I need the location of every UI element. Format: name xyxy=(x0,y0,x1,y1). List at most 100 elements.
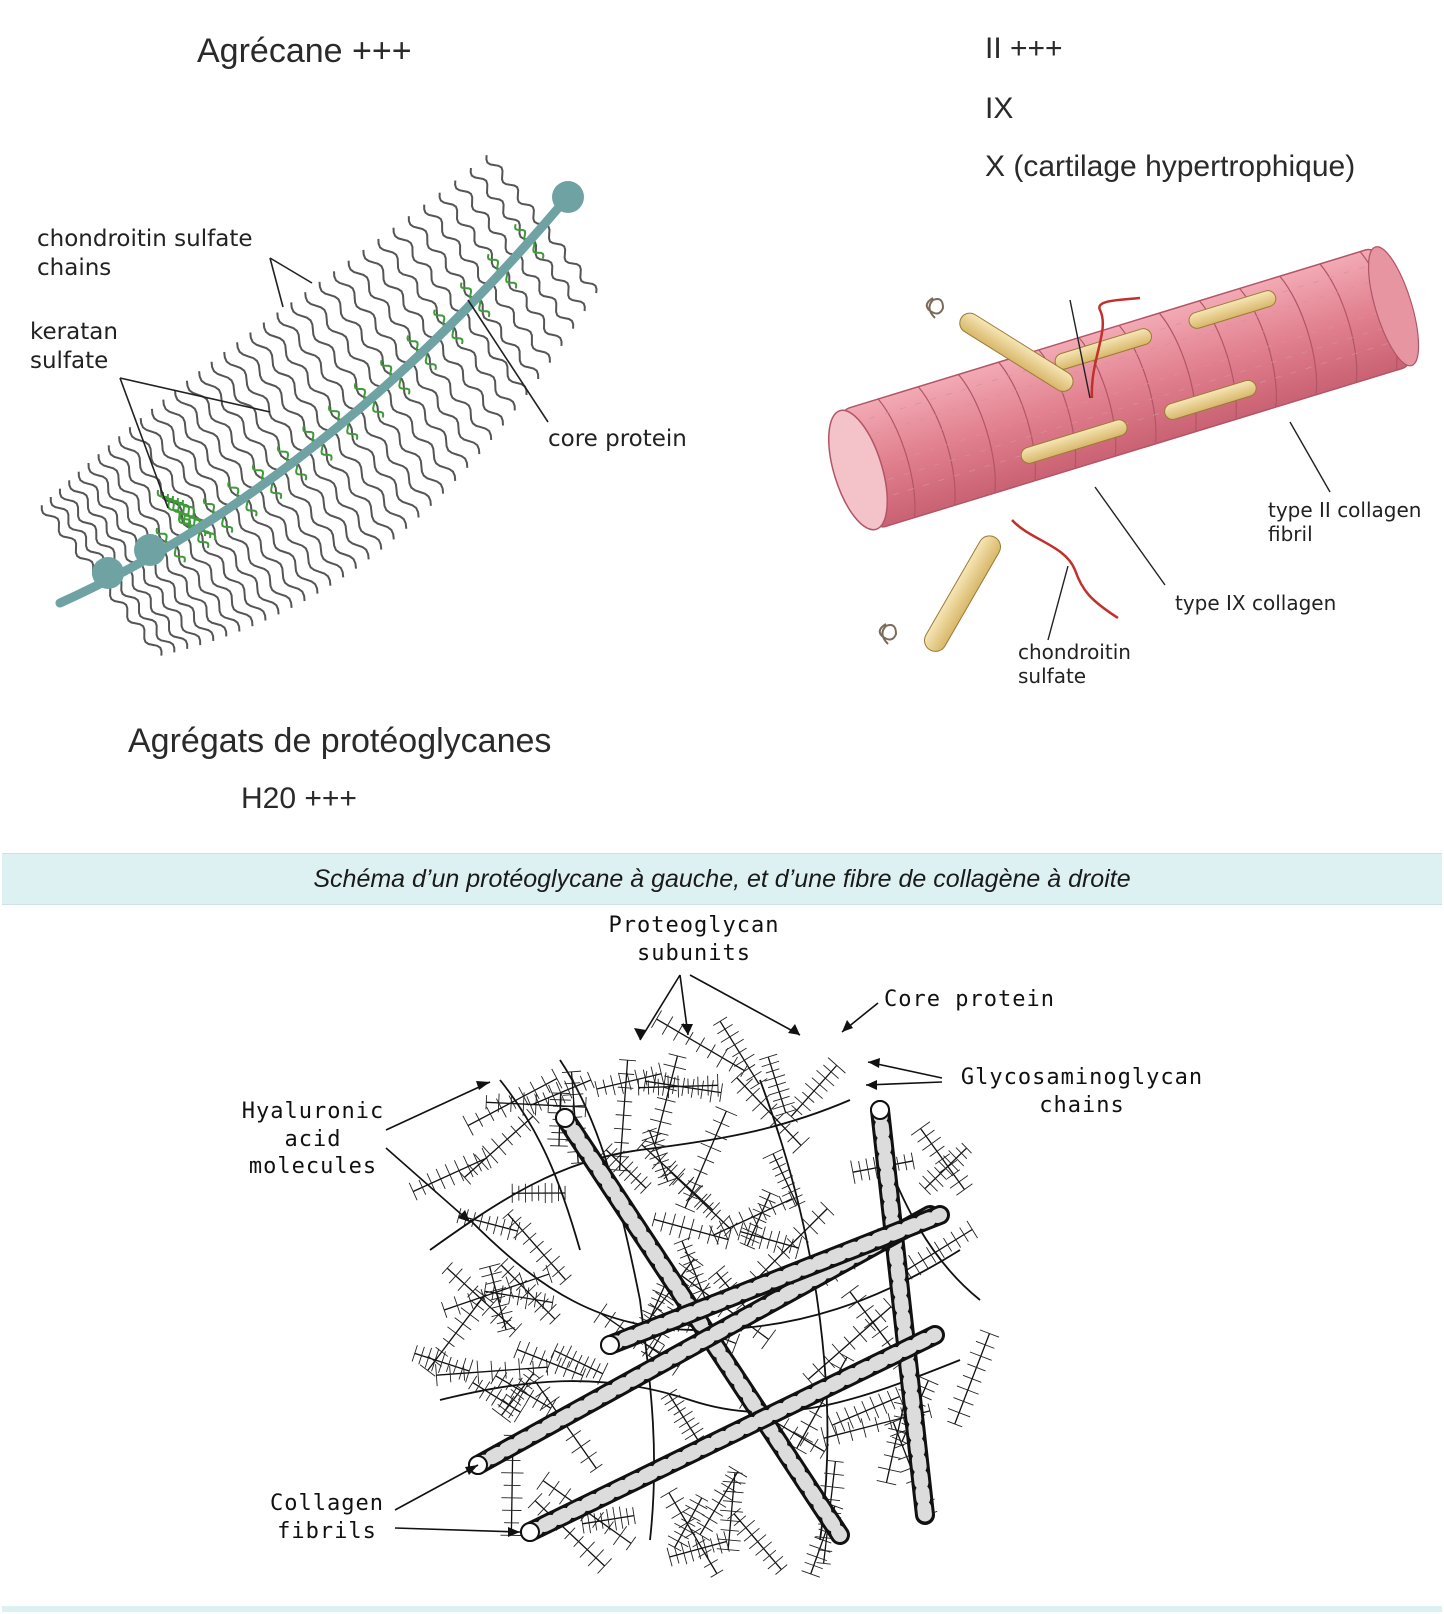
gag-chain xyxy=(472,1153,482,1172)
collagen-fibril-end xyxy=(520,1522,540,1542)
gag-chain xyxy=(792,1137,810,1154)
gag-chain xyxy=(491,1310,513,1318)
collagen-type-ii: II +++ xyxy=(985,32,1063,65)
gag-chain xyxy=(457,1170,472,1185)
gag-chain xyxy=(441,1262,453,1275)
fibril-striation xyxy=(863,295,1380,455)
gag-chain xyxy=(490,1295,506,1301)
gag-chain xyxy=(695,1494,709,1502)
gag-chain xyxy=(955,1147,968,1160)
fibril-striation xyxy=(858,280,1376,439)
gag-chain xyxy=(513,1222,532,1239)
gag-chain xyxy=(678,1178,693,1194)
gag-chain xyxy=(757,1202,772,1210)
gag-chain xyxy=(789,1426,799,1440)
gag-chain xyxy=(929,1145,945,1158)
gag-chain xyxy=(438,1351,446,1374)
gag-chain xyxy=(657,1177,678,1186)
gag-chain xyxy=(765,1068,780,1074)
gag-chain xyxy=(549,1099,571,1101)
gag-chain xyxy=(597,1558,612,1574)
leader-type-ii xyxy=(1289,421,1331,493)
gag-chain xyxy=(722,1480,746,1484)
gag-chain xyxy=(668,1053,687,1059)
nc4-knot-upper xyxy=(925,297,945,319)
gag-chain xyxy=(710,1569,724,1578)
gag-chain xyxy=(655,1291,674,1306)
gag-chain xyxy=(457,1276,471,1291)
gag-chain xyxy=(685,1504,705,1516)
gag-chain xyxy=(738,1211,749,1232)
gag-chain xyxy=(820,1485,845,1489)
gag-chain xyxy=(779,1123,791,1134)
gag-chain xyxy=(509,1377,523,1399)
label-core-protein-bw: Core protein xyxy=(884,987,1055,1012)
gag-chain xyxy=(681,1422,700,1435)
gag-chain xyxy=(749,1222,763,1230)
gag-chain xyxy=(664,1394,681,1406)
collagen-fibril-end xyxy=(600,1335,620,1355)
gag-chain xyxy=(734,1053,755,1067)
gag-chain xyxy=(523,1373,536,1384)
gag-chain xyxy=(615,1320,625,1334)
gag-chain xyxy=(548,1480,560,1497)
gag-chain xyxy=(482,1145,499,1164)
gag-chain xyxy=(508,1398,521,1419)
gag-chain xyxy=(547,1138,572,1141)
gag-chain xyxy=(861,1400,871,1421)
gag-chain xyxy=(820,1426,828,1450)
gag-chain xyxy=(706,1044,716,1059)
gag-chain xyxy=(801,1217,819,1235)
gag-chain xyxy=(788,1190,797,1207)
gag-chain xyxy=(697,1076,699,1096)
gag-chain xyxy=(667,1075,670,1099)
gag-chain xyxy=(664,1075,680,1081)
gag-chain xyxy=(615,1114,632,1117)
gag-chain xyxy=(540,1075,551,1093)
gag-chain xyxy=(508,1216,522,1229)
gag-chain xyxy=(725,1229,732,1250)
gag-chain xyxy=(647,1129,669,1136)
label-chondroitin-sulfate-right: chondroitin sulfate xyxy=(1018,640,1131,688)
gag-chain xyxy=(728,1215,739,1236)
gag-chain xyxy=(513,1401,528,1423)
gag-chain xyxy=(784,1110,798,1123)
gag-chain xyxy=(787,1131,799,1143)
gag-chain xyxy=(632,1507,636,1525)
leader-chondroitin-2 xyxy=(269,257,284,308)
gag-chain xyxy=(619,1059,637,1062)
gag-chain xyxy=(858,1161,863,1181)
gag-chain xyxy=(579,1368,587,1383)
gag-chain xyxy=(827,1460,844,1463)
gag-chain xyxy=(775,1564,788,1575)
gag-chain xyxy=(869,1396,880,1419)
gag-chain xyxy=(674,1530,689,1540)
gag-chain xyxy=(720,1519,742,1523)
gag-chain xyxy=(580,1356,590,1374)
gag-chain xyxy=(673,1237,691,1245)
gag-chain xyxy=(526,1096,535,1115)
gag-chain xyxy=(682,1511,701,1522)
gag-chain xyxy=(448,1268,463,1284)
gag-chain xyxy=(491,1389,502,1406)
gag-chain xyxy=(660,1388,678,1400)
bottom-rule xyxy=(2,1606,1442,1612)
gag-chain xyxy=(492,1281,501,1303)
gag-chain xyxy=(767,1254,782,1268)
gag-chain xyxy=(766,1230,773,1249)
collagen-fibrils xyxy=(468,1100,950,1545)
gag-chain xyxy=(571,1439,591,1454)
gag-chain xyxy=(669,1213,676,1236)
gag-chain xyxy=(625,1536,637,1551)
fibril-striation xyxy=(868,310,1385,470)
gag-chain xyxy=(559,1274,572,1286)
keratan-chain xyxy=(181,499,217,541)
gag-chain xyxy=(736,1078,753,1094)
gag-chain xyxy=(572,1078,580,1095)
gag-chain xyxy=(839,1352,855,1362)
gag-chain xyxy=(518,1358,521,1381)
label-proteoglycan-subunits: Proteoglycan subunits xyxy=(608,913,780,966)
gag-chain xyxy=(478,1212,484,1230)
gag-chain xyxy=(823,1064,839,1079)
gag-chain xyxy=(975,1340,995,1349)
